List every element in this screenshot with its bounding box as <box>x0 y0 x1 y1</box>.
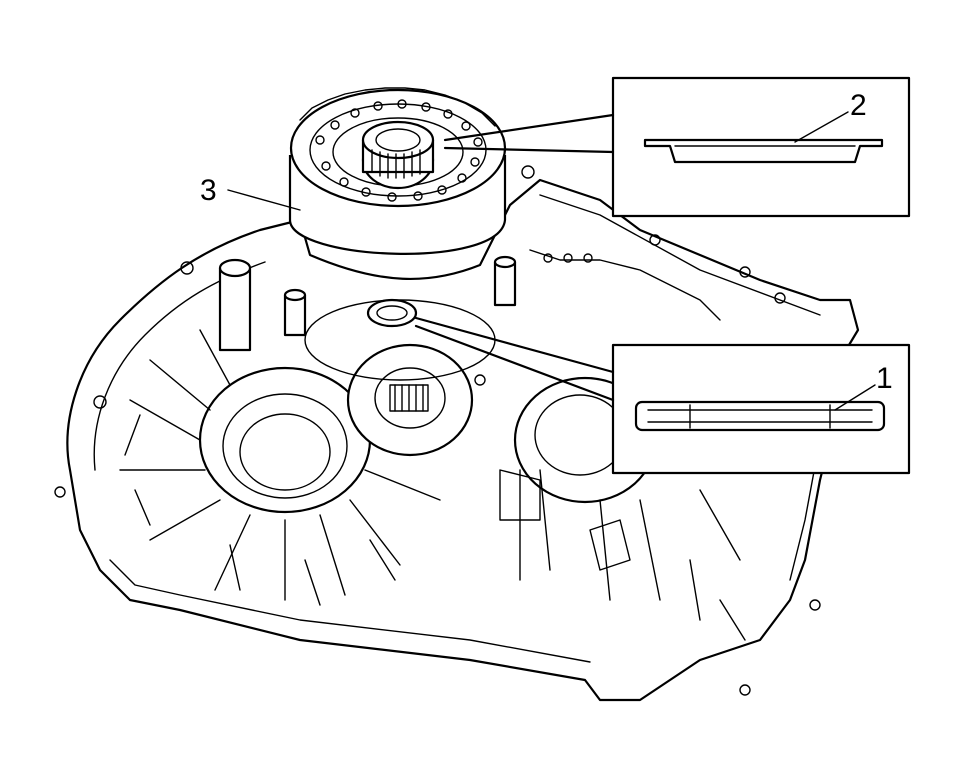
callout-1: 1 <box>876 362 893 395</box>
callout-3: 3 <box>200 174 217 207</box>
shim-detail: 2 <box>443 76 911 218</box>
differential-bearing-assembly <box>288 87 507 255</box>
transmission-case-drawing <box>54 165 860 702</box>
callout-2: 2 <box>850 89 867 122</box>
seal-detail: 1 <box>414 316 911 475</box>
